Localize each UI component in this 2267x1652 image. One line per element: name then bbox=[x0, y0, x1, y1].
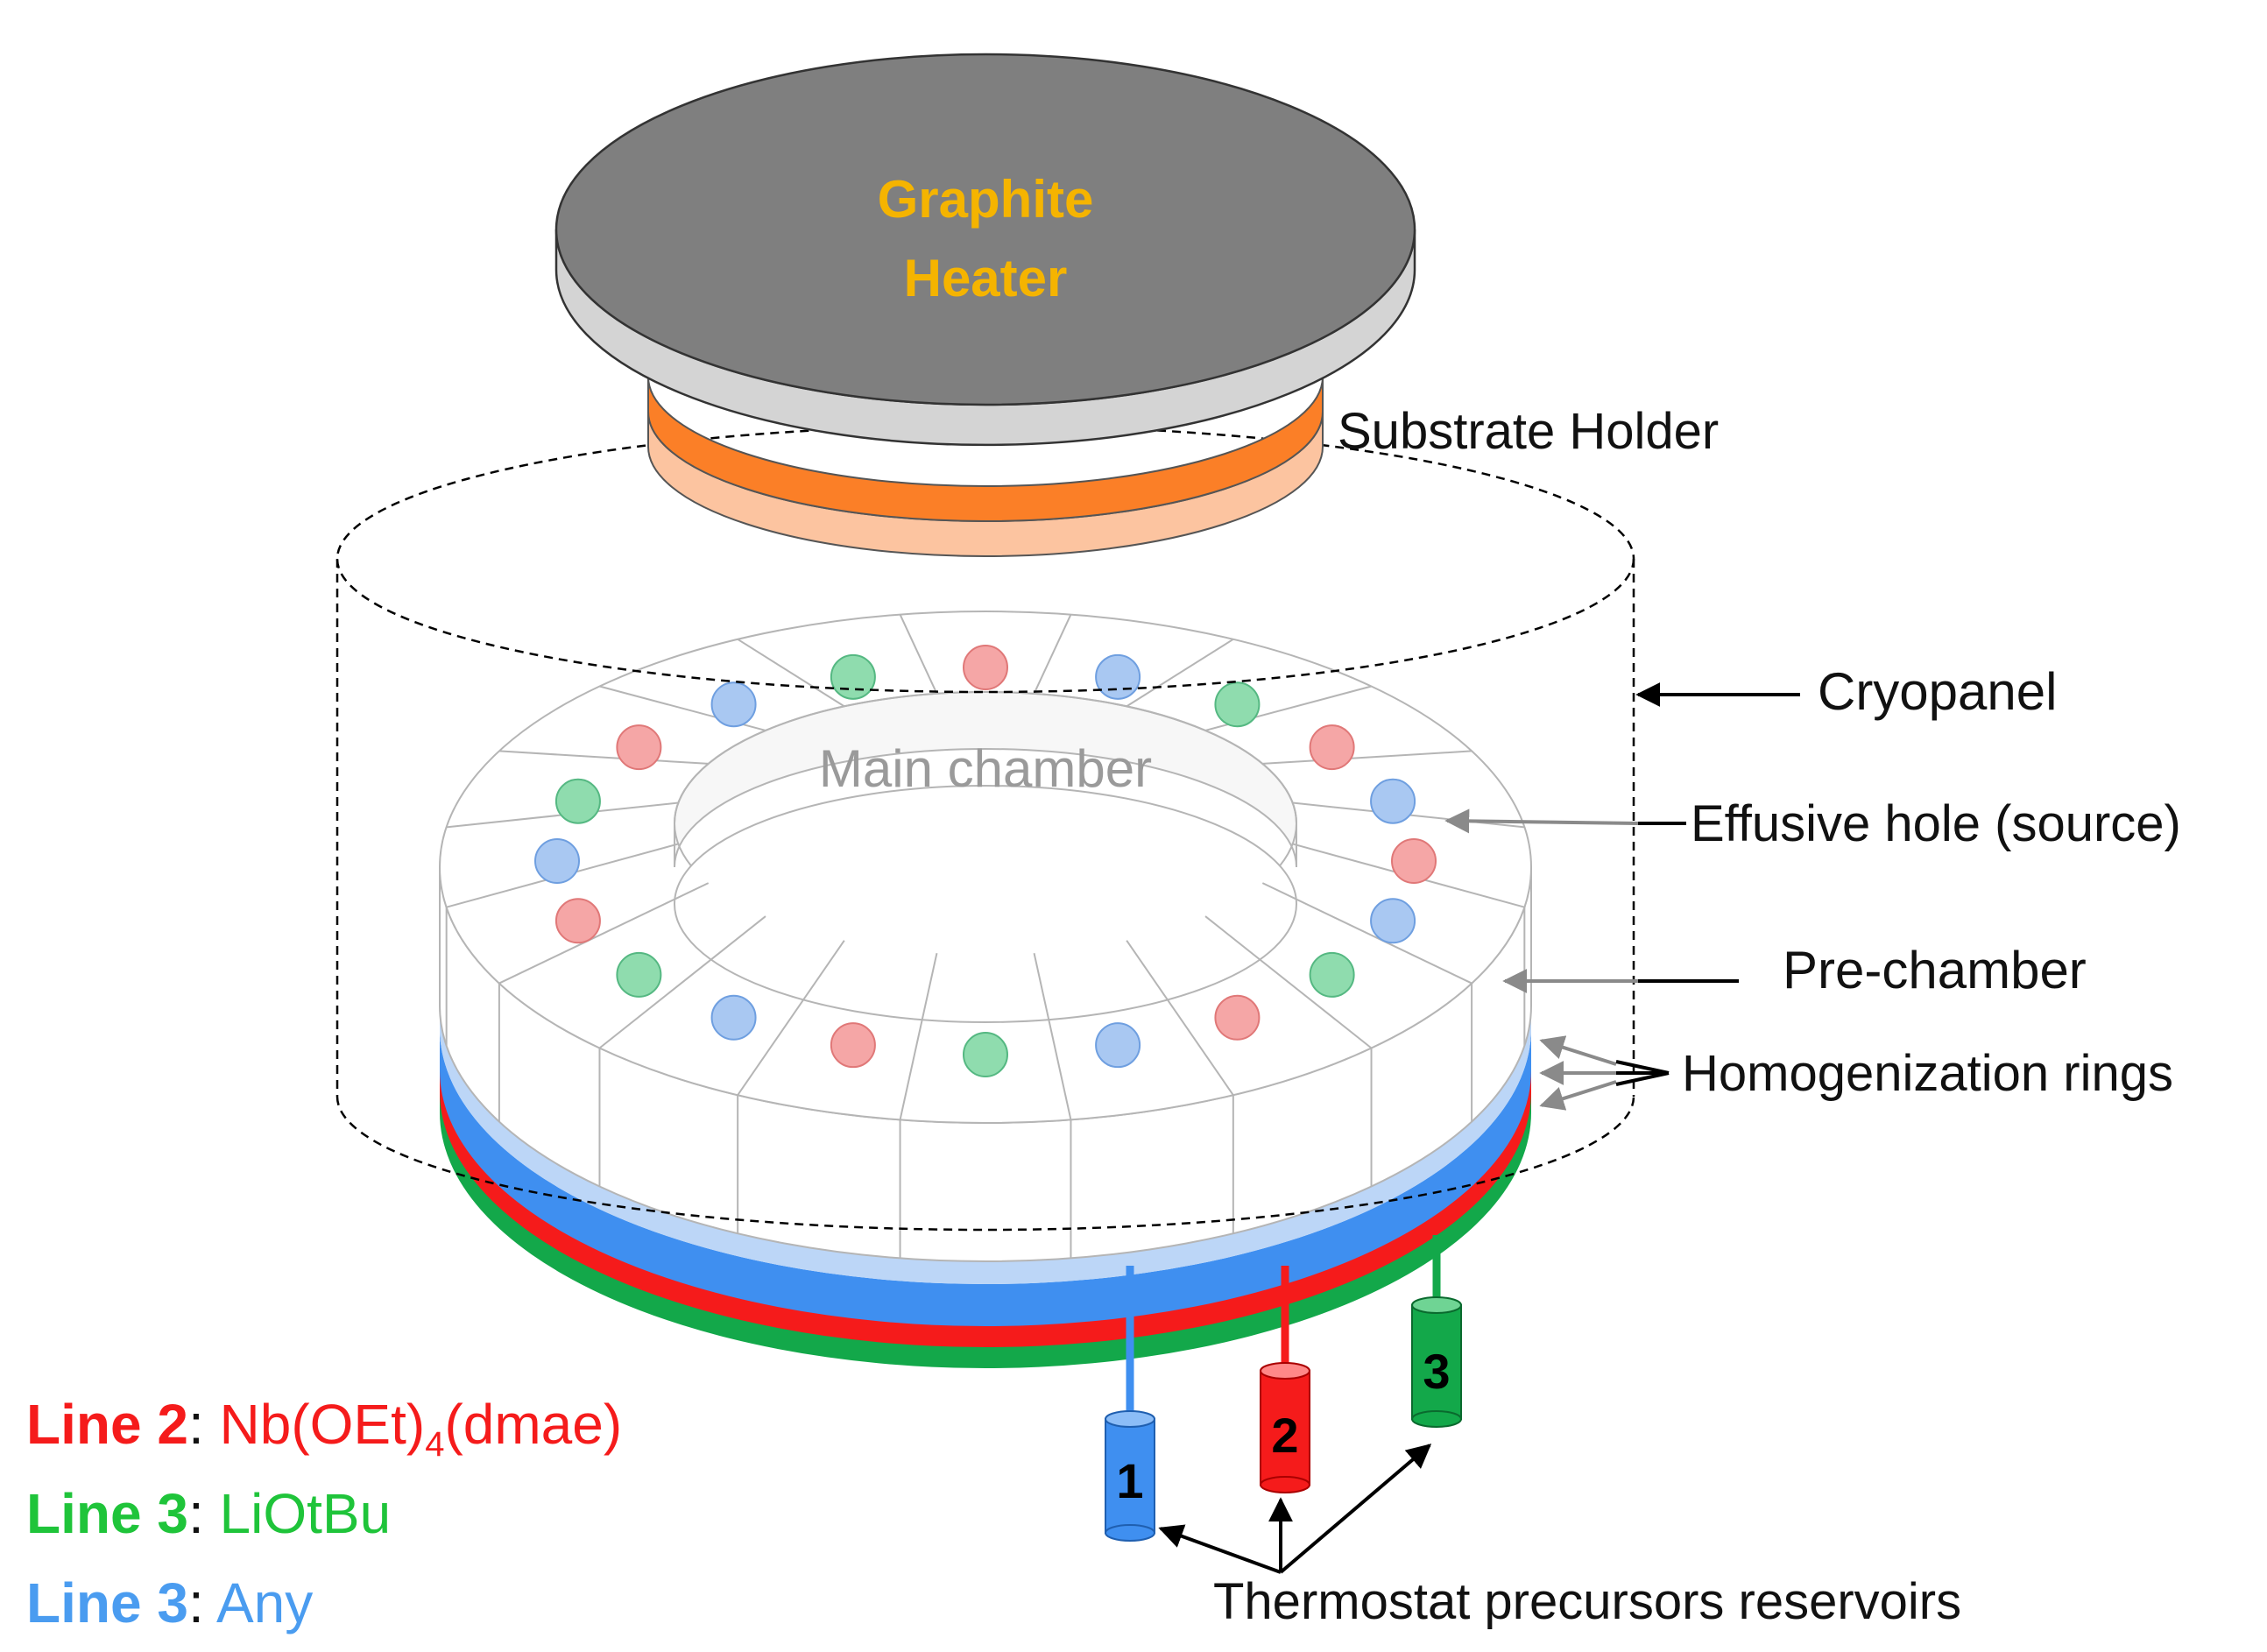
legend: Line 2: Nb(OEt)4(dmae) Line 3: LiOtBu Li… bbox=[26, 1393, 622, 1634]
reservoir-2: 2 bbox=[1260, 1362, 1310, 1493]
legend-line-3b-formula: Any bbox=[216, 1571, 313, 1634]
reservoir-3-bottom bbox=[1411, 1410, 1462, 1428]
legend-line-3b-sep: : bbox=[188, 1571, 216, 1634]
cryopanel-bottom bbox=[335, 1096, 1635, 1232]
legend-line-2: Line 2: Nb(OEt)4(dmae) bbox=[26, 1393, 622, 1464]
reservoir-feed-lines bbox=[1126, 1235, 1441, 1419]
reservoir-1: 1 bbox=[1105, 1410, 1155, 1542]
effusive-hole bbox=[1214, 681, 1261, 728]
segment-divider bbox=[899, 614, 938, 695]
inner-hole-bottom bbox=[674, 785, 1297, 1023]
reservoir-2-number: 2 bbox=[1271, 1408, 1298, 1463]
reservoir-3-number: 3 bbox=[1423, 1344, 1450, 1399]
homog-arrow-1 bbox=[1539, 1035, 1617, 1066]
cryopanel-label: Cryopanel bbox=[1818, 662, 2058, 721]
legend-line-3-sep: : bbox=[188, 1482, 220, 1545]
segment-divider bbox=[737, 940, 845, 1096]
segment-divider bbox=[498, 882, 710, 985]
effusive-hole bbox=[554, 778, 601, 824]
homogenization-rings-label: Homogenization rings bbox=[1682, 1045, 2173, 1102]
reservoir-3-body bbox=[1411, 1304, 1462, 1420]
effusive-hole bbox=[554, 898, 601, 944]
pointer-to-reservoir-1 bbox=[1158, 1524, 1282, 1574]
pre-chamber-label: Pre-chamber bbox=[1783, 941, 2087, 999]
reservoirs-label: Thermostat precursors reservoirs bbox=[1213, 1573, 1961, 1630]
reservoir-2-top bbox=[1260, 1362, 1310, 1380]
ring-band-blue bbox=[440, 1028, 1531, 1326]
reservoir-1-bottom bbox=[1105, 1524, 1155, 1542]
legend-line-3: Line 3: LiOtBu bbox=[26, 1482, 391, 1545]
effusive-hole bbox=[616, 724, 662, 771]
effusive-hole bbox=[963, 645, 1008, 690]
segment-divider bbox=[1033, 614, 1072, 695]
effusive-holes bbox=[534, 645, 1437, 1077]
segment-divider bbox=[899, 952, 938, 1120]
substrate-holder-label: Substrate Holder bbox=[1338, 403, 1719, 460]
legend-line-2-sep: : bbox=[188, 1393, 220, 1456]
effusive-hole bbox=[1309, 724, 1355, 771]
legend-line-2-sub: 4 bbox=[425, 1425, 444, 1464]
holder-orange-layer bbox=[647, 376, 1324, 522]
segment-divider bbox=[1126, 638, 1234, 708]
homog-arrow-black-fork bbox=[1615, 1060, 1670, 1086]
segment-divider bbox=[598, 915, 766, 1049]
heater-label-line1: Graphite bbox=[878, 170, 1094, 229]
reservoir-2-body bbox=[1260, 1370, 1310, 1486]
heater-label-line2: Heater bbox=[904, 249, 1068, 307]
segment-divider bbox=[1262, 750, 1472, 765]
homogenization-arrows bbox=[1539, 1035, 1670, 1111]
homog-arrow-3 bbox=[1539, 1080, 1617, 1111]
substrate-holder bbox=[647, 376, 1324, 557]
effusive-hole bbox=[963, 1032, 1008, 1077]
effusive-hole bbox=[830, 653, 876, 700]
legend-line-3-formula: LiOtBu bbox=[220, 1482, 392, 1545]
effusive-hole bbox=[534, 838, 580, 884]
segment-divider bbox=[498, 750, 709, 765]
effusive-hole bbox=[1095, 1022, 1141, 1069]
legend-line-2-formula: Nb(OEt) bbox=[220, 1393, 426, 1456]
effusive-hole-arrow-gray bbox=[1444, 808, 1639, 834]
effusive-hole bbox=[1214, 994, 1261, 1041]
effusive-hole bbox=[1309, 951, 1355, 998]
legend-line-3b-name: Line 3 bbox=[26, 1571, 188, 1634]
legend-line-3-name: Line 3 bbox=[26, 1482, 188, 1545]
segment-divider bbox=[1204, 915, 1373, 1049]
effusive-hole bbox=[710, 994, 757, 1041]
segment-divider bbox=[1033, 952, 1072, 1120]
reservoir-2-bottom bbox=[1260, 1476, 1310, 1493]
homogenization-ring-bands bbox=[440, 1006, 1531, 1368]
legend-line-3-any: Line 3: Any bbox=[26, 1571, 313, 1634]
reservoir-3-top bbox=[1411, 1296, 1462, 1314]
effusive-hole bbox=[1095, 653, 1141, 700]
legend-line-2-suffix: (dmae) bbox=[444, 1393, 622, 1456]
pointer-to-reservoir-3 bbox=[1279, 1444, 1432, 1574]
reservoir-1-top bbox=[1105, 1410, 1155, 1428]
reservoir-1-body bbox=[1105, 1418, 1155, 1534]
reservoir-pointer-arrows bbox=[1158, 1444, 1432, 1574]
segment-divider bbox=[737, 638, 845, 708]
main-chamber-label: Main chamber bbox=[819, 739, 1152, 798]
effusive-hole bbox=[710, 681, 757, 728]
effusive-hole bbox=[1370, 898, 1416, 944]
graphite-heater: Graphite Heater bbox=[554, 53, 1416, 447]
heater-top bbox=[554, 53, 1416, 406]
effusive-hole bbox=[1370, 778, 1416, 824]
reservoir-1-number: 1 bbox=[1116, 1453, 1143, 1508]
pre-chamber-ring bbox=[439, 611, 1532, 1262]
effusive-hole-label: Effusive hole (source) bbox=[1691, 795, 2181, 852]
legend-line-2-name: Line 2 bbox=[26, 1393, 188, 1456]
effusive-hole bbox=[616, 951, 662, 998]
segment-divider bbox=[1126, 940, 1234, 1096]
segment-divider bbox=[1261, 882, 1472, 985]
reservoir-3: 3 bbox=[1411, 1296, 1462, 1428]
effusive-hole bbox=[1391, 838, 1437, 884]
effusive-hole bbox=[830, 1022, 876, 1069]
